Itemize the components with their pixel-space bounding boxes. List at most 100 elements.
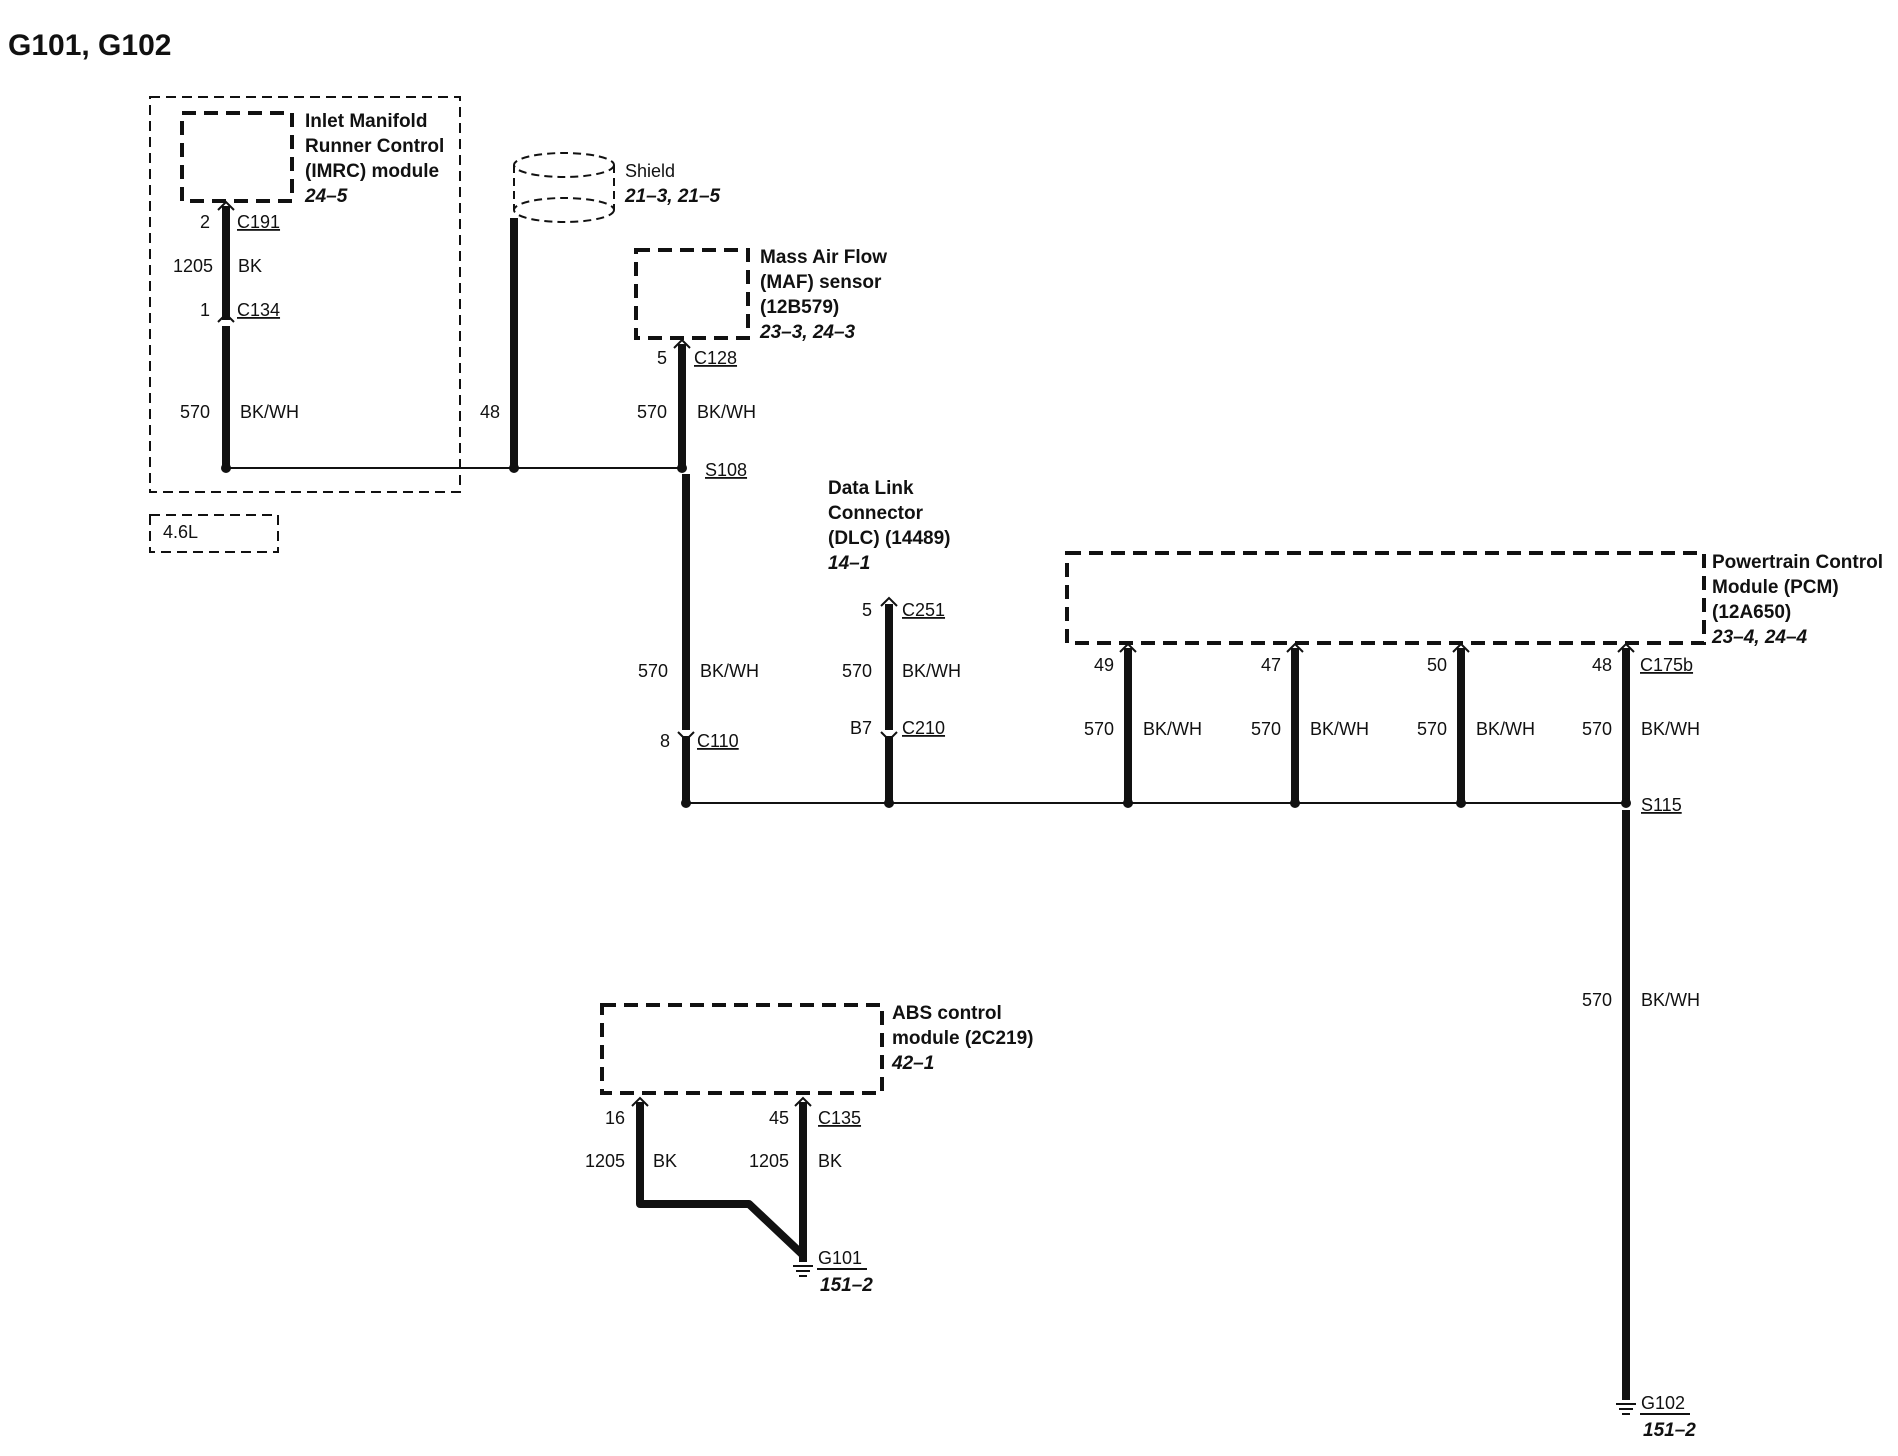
pcm-47-circuit: 570	[1251, 719, 1281, 739]
abs-16-circuit: 1205	[585, 1151, 625, 1171]
shield-icon	[513, 152, 615, 223]
pcm-49-circuit: 570	[1084, 719, 1114, 739]
c134-pin: 1	[200, 300, 210, 320]
pcm-name-3: (12A650)	[1712, 602, 1791, 623]
imrc-upper-color: BK	[238, 256, 262, 276]
c128-pin: 5	[657, 348, 667, 368]
c210-pin: B7	[850, 718, 872, 738]
splice-point-s115	[1621, 798, 1631, 808]
s108-label: S108	[705, 460, 747, 480]
imrc-lower-color: BK/WH	[240, 402, 299, 422]
dlc-name-2: Connector	[828, 503, 924, 524]
pcm-50-color: BK/WH	[1476, 719, 1535, 739]
engine-label: 4.6L	[163, 522, 198, 542]
abs-45-circuit: 1205	[749, 1151, 789, 1171]
maf-color: BK/WH	[697, 402, 756, 422]
maf-name-3: (12B579)	[760, 297, 839, 318]
pcm-module-box	[1065, 551, 1706, 645]
ground-g102-icon	[1616, 1403, 1636, 1415]
pcm-47-color: BK/WH	[1310, 719, 1369, 739]
c175b-terminal-50	[1452, 642, 1470, 653]
pcm-49-color: BK/WH	[1143, 719, 1202, 739]
wire-1205-bk-abs	[636, 1102, 807, 1259]
c135-terminal-16	[631, 1096, 649, 1107]
splice-point-pcm-47	[1290, 798, 1300, 808]
c175b-terminal-49	[1119, 642, 1137, 653]
c134-terminal	[217, 312, 235, 323]
pcm-ref: 23–4, 24–4	[1711, 627, 1808, 648]
g101-ref: 151–2	[820, 1275, 873, 1296]
s115-label: S115	[1641, 795, 1682, 815]
c175b-pin-48: 48	[1592, 655, 1612, 675]
splice-point-shield	[509, 463, 519, 473]
splice-point-dlc	[884, 798, 894, 808]
c251-id: C251	[902, 600, 945, 620]
imrc-name-2: Runner Control	[305, 136, 444, 157]
c191-id: C191	[237, 212, 280, 232]
dlc-name-3: (DLC) (14489)	[828, 528, 950, 549]
c191-pin: 2	[200, 212, 210, 232]
splice-point-c110	[681, 798, 691, 808]
shield-name: Shield	[625, 161, 675, 181]
abs-ref: 42–1	[891, 1053, 934, 1074]
maf-circuit: 570	[637, 402, 667, 422]
maf-ref: 23–3, 24–3	[759, 322, 856, 343]
c175b-id: C175b	[1640, 655, 1693, 675]
splice-point-pcm-49	[1123, 798, 1133, 808]
c135-terminal-45	[794, 1096, 812, 1107]
dlc-ref: 14–1	[828, 553, 870, 574]
splice-point-pcm-50	[1456, 798, 1466, 808]
g102-id: G102	[1641, 1393, 1685, 1413]
abs-45-color: BK	[818, 1151, 842, 1171]
c110-pin: 8	[660, 731, 670, 751]
c135-pin-16: 16	[605, 1108, 625, 1128]
shield-ref: 21–3, 21–5	[624, 186, 721, 207]
c210-id: C210	[902, 718, 945, 738]
c175b-pin-50: 50	[1427, 655, 1447, 675]
c175b-pin-49: 49	[1094, 655, 1114, 675]
c175b-terminal-47	[1286, 642, 1304, 653]
c128-id: C128	[694, 348, 737, 368]
c110-id: C110	[697, 731, 739, 751]
diagram-title: G101, G102	[8, 29, 171, 62]
dlc-circuit: 570	[842, 661, 872, 681]
abs-name-1: ABS control	[892, 1003, 1002, 1024]
maf-name-2: (MAF) sensor	[760, 272, 882, 293]
dlc-name-1: Data Link	[828, 478, 914, 499]
pcm-name-2: Module (PCM)	[1712, 577, 1839, 598]
c128-terminal	[673, 338, 691, 349]
imrc-ref: 24–5	[304, 186, 348, 207]
c135-pin-45: 45	[769, 1108, 789, 1128]
dlc-color: BK/WH	[902, 661, 961, 681]
imrc-name-3: (IMRC) module	[305, 161, 439, 182]
imrc-module-box	[180, 111, 294, 203]
pcm-name-1: Powertrain Control	[1712, 552, 1883, 573]
c251-pin: 5	[862, 600, 872, 620]
imrc-name-1: Inlet Manifold	[305, 111, 427, 132]
maf-sensor-box	[634, 248, 750, 340]
c135-id: C135	[818, 1108, 861, 1128]
shield-circuit: 48	[480, 402, 500, 422]
pcm-48-circuit: 570	[1582, 719, 1612, 739]
s108-down-color: BK/WH	[700, 661, 759, 681]
c175b-terminal-48	[1617, 642, 1635, 653]
s115-down-circuit: 570	[1582, 990, 1612, 1010]
splice-point-imrc	[221, 463, 231, 473]
abs-module-box	[600, 1003, 884, 1095]
pcm-50-circuit: 570	[1417, 719, 1447, 739]
maf-name-1: Mass Air Flow	[760, 247, 887, 268]
ground-g101-icon	[793, 1265, 813, 1277]
abs-name-2: module (2C219)	[892, 1028, 1033, 1049]
c175b-pin-47: 47	[1261, 655, 1281, 675]
c110-terminal	[677, 731, 695, 742]
s115-down-color: BK/WH	[1641, 990, 1700, 1010]
pcm-48-color: BK/WH	[1641, 719, 1700, 739]
s108-down-circuit: 570	[638, 661, 668, 681]
c251-terminal	[880, 596, 898, 607]
g101-id: G101	[818, 1248, 862, 1268]
imrc-upper-circuit: 1205	[173, 256, 213, 276]
c134-id: C134	[237, 300, 280, 320]
imrc-lower-circuit: 570	[180, 402, 210, 422]
splice-point-s108	[677, 463, 687, 473]
c210-terminal	[880, 731, 898, 742]
